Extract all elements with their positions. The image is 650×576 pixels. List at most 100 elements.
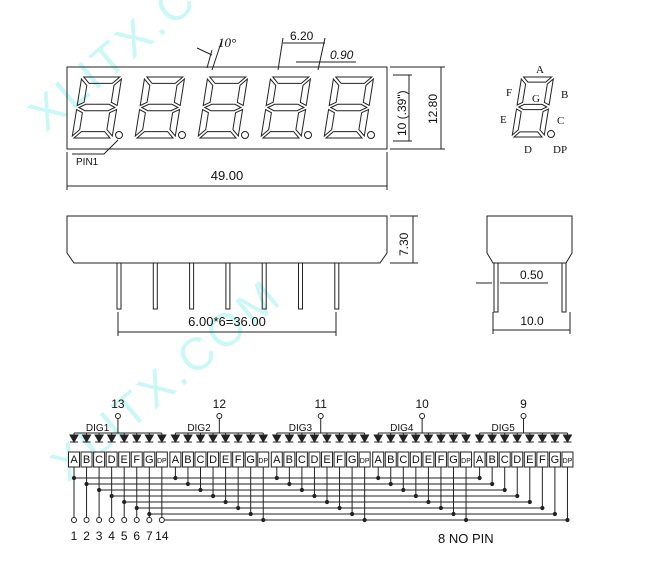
diode-symbol — [359, 434, 370, 444]
diode-symbol — [524, 434, 535, 444]
segment-g — [140, 103, 180, 112]
diode-symbol — [461, 434, 471, 444]
bottom-pin-number: 2 — [83, 529, 90, 543]
legend-label-a: A — [536, 64, 544, 76]
diode-symbol — [512, 434, 523, 444]
segment-e — [323, 108, 335, 138]
diode-symbol — [131, 434, 142, 444]
segment-label: A — [70, 454, 78, 466]
segment-a — [208, 76, 248, 84]
side-height-label: 7.30 — [397, 232, 411, 256]
legend-digit — [511, 76, 555, 138]
segment-label: F — [235, 454, 242, 466]
decimal-point — [547, 130, 555, 138]
diode-symbol — [233, 434, 244, 444]
segment-g — [77, 103, 117, 112]
segment-label: DP — [360, 458, 370, 465]
diode-symbol — [170, 434, 181, 444]
segment-label: A — [273, 454, 281, 466]
segment-label: DP — [563, 458, 573, 465]
segment-label: A — [172, 454, 180, 466]
segment-label: E — [425, 454, 432, 466]
side-leads — [116, 262, 340, 310]
dp-size-label: 0.90 — [330, 48, 354, 62]
diode-symbol — [373, 434, 384, 444]
digit-pin-dot — [419, 413, 426, 419]
segment-d — [324, 131, 364, 139]
segment-label: B — [184, 454, 191, 466]
segment-label: C — [501, 454, 509, 466]
segment-c — [169, 108, 181, 138]
digit-1 — [71, 76, 123, 139]
segment-b — [236, 77, 249, 107]
diode-symbol — [81, 434, 92, 444]
segment-g — [266, 103, 306, 112]
diode-symbol — [271, 434, 282, 444]
segment-label: B — [488, 454, 495, 466]
digit-label: DIG2 — [187, 423, 211, 434]
diode-symbol — [436, 434, 446, 444]
digit-4 — [260, 76, 312, 139]
segment-b — [173, 77, 186, 107]
diode-symbol — [297, 434, 307, 444]
pin-pitch-label: 6.00*6=36.00 — [188, 314, 266, 329]
decimal-point — [115, 131, 123, 139]
pin1-leader — [72, 139, 119, 155]
segment-e — [511, 108, 522, 137]
digit-pin-dot — [317, 413, 324, 419]
bottom-pin-dot — [121, 517, 128, 523]
segment-e — [197, 108, 209, 138]
segment-e — [260, 108, 272, 138]
diode-symbol — [423, 434, 434, 444]
diode-symbol — [220, 434, 231, 444]
side-body — [66, 215, 388, 264]
digit-pin-dot — [520, 413, 527, 419]
segment-b — [299, 77, 312, 107]
segment-label: E — [323, 454, 330, 466]
segment-d — [72, 131, 112, 139]
segment-label: F — [133, 454, 140, 466]
side-lead — [189, 262, 195, 310]
segment-label: A — [476, 454, 484, 466]
legend-label-e: E — [500, 114, 507, 126]
bottom-pin-number: 7 — [146, 529, 153, 543]
segment-label: DP — [461, 458, 471, 465]
segment-f — [76, 77, 88, 107]
digit-pin-dot — [216, 413, 223, 419]
segment-c — [539, 108, 550, 137]
decimal-point — [178, 131, 186, 139]
pin-width-label: 0.50 — [520, 268, 544, 282]
pin1-label: PIN1 — [76, 157, 99, 168]
diode-symbol — [106, 434, 117, 444]
side-lead — [116, 262, 122, 310]
segment-label: D — [209, 454, 217, 466]
diode-symbol — [309, 434, 320, 444]
segment-f — [265, 77, 277, 107]
segment-e — [134, 108, 146, 138]
segment-label: B — [83, 454, 90, 466]
legend-label-d: D — [524, 144, 532, 156]
bottom-pin-dot — [158, 517, 165, 523]
decimal-point — [367, 131, 375, 139]
legend-label-f: F — [506, 87, 512, 99]
segment-label: C — [298, 454, 306, 466]
segment-label: DP — [258, 458, 268, 465]
segment-label: F — [539, 454, 546, 466]
segment-legend-digit — [511, 76, 555, 138]
segment-label: F — [438, 454, 445, 466]
segment-d — [198, 131, 238, 139]
digit-label: DIG3 — [289, 423, 313, 434]
segment-d — [135, 131, 175, 139]
digit-pin-number: 9 — [520, 397, 527, 411]
segment-f — [328, 77, 340, 107]
pitch-ext-left — [277, 37, 284, 71]
segment-b — [362, 77, 375, 107]
bottom-pin-number: 14 — [155, 529, 169, 543]
segment-label: D — [513, 454, 521, 466]
diode-symbol — [448, 434, 459, 444]
bottom-pin-dot — [83, 517, 90, 523]
segment-label: D — [108, 454, 116, 466]
digit-label: DIG4 — [390, 423, 414, 434]
diode-symbol — [258, 434, 269, 444]
